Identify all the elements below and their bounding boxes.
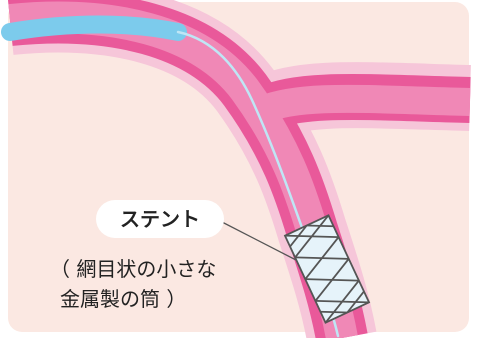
label-bubble <box>96 200 224 238</box>
catheter <box>1 15 187 41</box>
stent-description-line1: （ 網目状の小さな <box>50 257 216 281</box>
stent-label: ステント <box>120 207 200 231</box>
stent-description-line2: 金属製の筒 ） <box>60 287 186 311</box>
leader-line <box>221 221 297 261</box>
stent <box>283 214 371 324</box>
